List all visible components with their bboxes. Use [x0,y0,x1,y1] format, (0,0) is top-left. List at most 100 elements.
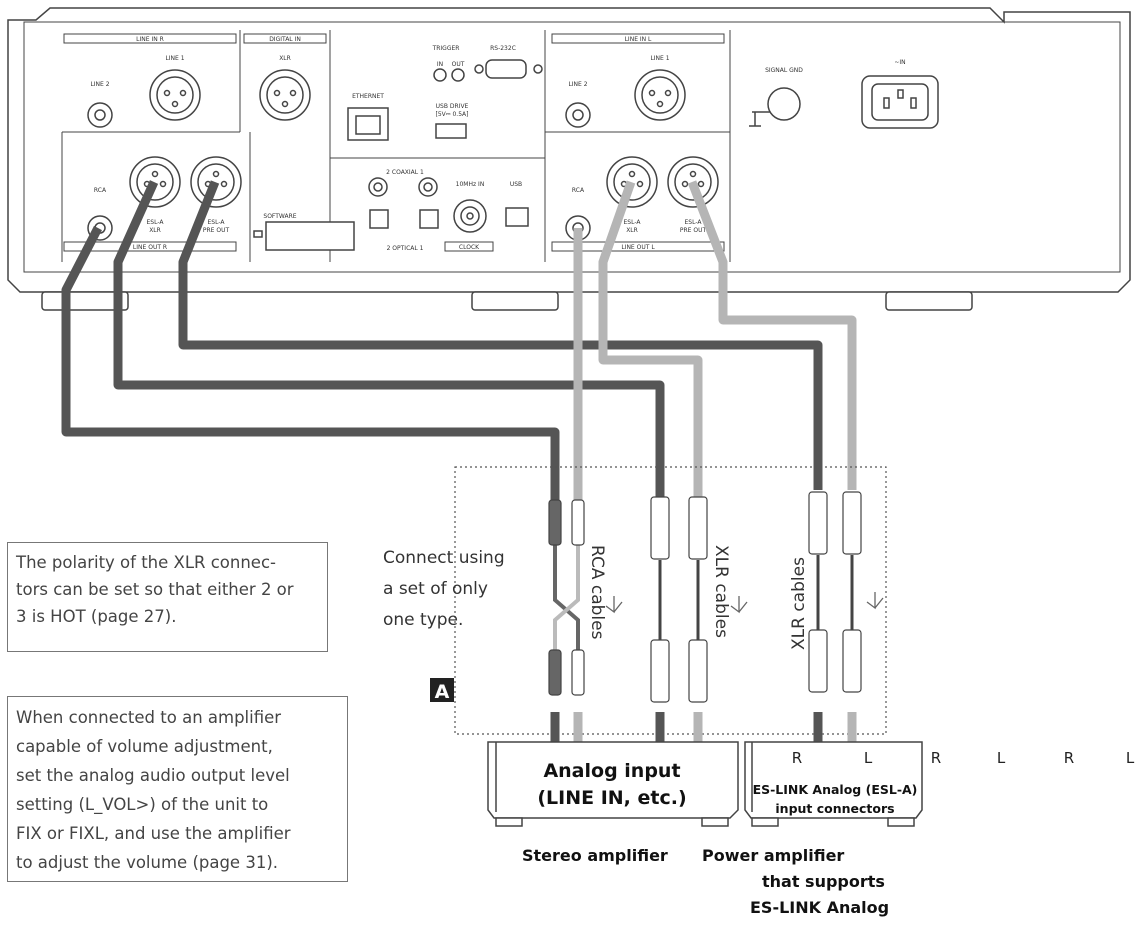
label-line-in-l: LINE IN L [625,36,652,43]
label-xlr-out-r: XLR [149,227,161,234]
power-amp-input-subtitle: input connectors [775,801,894,816]
label-usb: USB [510,181,522,188]
software-slot [253,221,355,251]
label-pre-out-l: PRE OUT [680,227,707,234]
channel-label: L [997,749,1006,767]
label-usb-drive-power: [5V⎓ 0.5A] [436,111,469,118]
power-amp-caption-1: Power amplifier [702,846,845,865]
polarity-note: The polarity of the XLR connec- tors can… [7,542,328,652]
volume-note: When connected to an amplifier capable o… [7,696,348,882]
flow-arrows [605,592,884,614]
power-amp-l-label: L [864,749,873,767]
signal-gnd-terminal [749,87,801,127]
label-software: SOFTWARE [263,213,296,220]
coaxial-jacks [368,177,438,197]
label-coaxial: 2 COAXIAL 1 [386,169,424,176]
polarity-note-line: 3 is HOT (page 27). [16,607,177,626]
power-amp-input-title: ES-LINK Analog (ESL-A) [753,782,918,797]
label-signal-gnd: SIGNAL GND [765,67,803,74]
volume-note-line: FIX or FIXL, and use the amplifier [16,824,291,843]
label-line1-r: LINE 1 [165,55,184,62]
volume-note-line: setting (L_VOL>) of the unit to [16,795,269,814]
trigger-jacks [433,68,465,82]
connect-note: Connect using a set of only one type. [383,548,505,630]
usb-drive-port [435,123,467,139]
stereo-amp-input-subtitle: (LINE IN, etc.) [537,787,686,809]
power-amplifier [744,741,923,827]
connect-note-line: Connect using [383,548,505,568]
arrow-rca-icon [605,596,623,614]
label-line1-l: LINE 1 [650,55,669,62]
cable-xlr-pre-l-light [687,180,857,490]
polarity-note-line: The polarity of the XLR connec- [16,553,276,572]
label-trig-out: OUT [452,61,465,68]
label-rca-l: RCA [572,187,585,194]
xlr-pre-out-r-jack [190,156,242,208]
rs232c-port [474,59,543,79]
cables [61,180,857,510]
stereo-amp-input-title: Analog input [543,760,680,782]
xlr-cable-pair-stereo [650,496,708,703]
label-digital-in: DIGITAL IN [269,36,301,43]
label-optical: 2 OPTICAL 1 [387,245,424,252]
label-line2-r: LINE 2 [90,81,109,88]
label-esl-xlr-l: ESL-A [624,219,642,226]
arrow-xlr-icon [730,596,748,614]
rear-connectors [87,59,939,251]
connect-note-line: a set of only [383,579,488,599]
label-trig-in: IN [437,61,443,68]
label-10mhz-in: 10MHz IN [456,181,485,188]
optical-jacks [369,209,439,229]
connect-note-line: one type. [383,610,463,630]
label-line2-l: LINE 2 [568,81,587,88]
label-pre-out-r: PRE OUT [203,227,230,234]
channel-label: R [1064,749,1074,767]
marker-a-label: A [435,681,450,703]
rca-line2-l-jack [565,102,591,128]
label-xlr-out-l: XLR [626,227,638,234]
power-amp-caption-2: that supports [762,872,885,891]
volume-note-line: set the analog audio output level [16,766,290,785]
channel-label: R [931,749,941,767]
label-line-out-r: LINE OUT R [133,244,167,251]
power-amp-caption-3: ES-LINK Analog [750,898,890,917]
xlr-esl-out-l-jack [606,156,658,208]
label-esl-pre-l: ESL-A [685,219,703,226]
ac-inlet [861,75,939,129]
cable-xlr-esl-r-dark [113,180,665,510]
marker-a: A [430,678,454,703]
xlr-line1-r-jack [149,69,201,121]
label-ethernet: ETHERNET [352,93,384,100]
cable-xlr-pre-r-dark [178,180,823,490]
xlr-cable-pair-esl [808,491,862,693]
label-trigger: TRIGGER [432,45,460,52]
xlr-digital-in-jack [259,69,311,121]
stray-channel-labels: R L R L [931,749,1135,767]
rear-panel [7,7,1131,311]
label-esl-xlr-r: ESL-A [147,219,165,226]
volume-note-line: to adjust the volume (page 31). [16,853,279,872]
volume-note-line: capable of volume adjustment, [16,737,273,756]
label-ac-in: ~IN [894,59,905,66]
arrow-esl-icon [866,592,884,610]
label-rs232c: RS-232C [490,45,516,52]
label-clock: CLOCK [459,244,480,251]
label-usb-drive: USB DRIVE [436,103,469,110]
label-rca-r: RCA [94,187,107,194]
panel-labels: LINE IN R DIGITAL IN LINE IN L LINE OUT … [90,36,905,252]
stereo-amp-caption: Stereo amplifier [522,846,668,865]
power-amp-r-label: R [792,749,802,767]
xlr-line1-l-jack [634,69,686,121]
cable-rca-r-dark [61,225,560,510]
label-line-in-r: LINE IN R [136,36,164,43]
label-xlr-digital: XLR [279,55,291,62]
rca-line2-r-jack [87,102,113,128]
label-esl-pre-r: ESL-A [208,219,226,226]
ethernet-port [347,107,389,141]
usb-port [505,207,529,227]
channel-label: L [1126,749,1135,767]
cable-group-box [454,466,887,735]
rca-cables-label: RCA cables [587,545,607,640]
stereo-amplifier [487,741,739,827]
